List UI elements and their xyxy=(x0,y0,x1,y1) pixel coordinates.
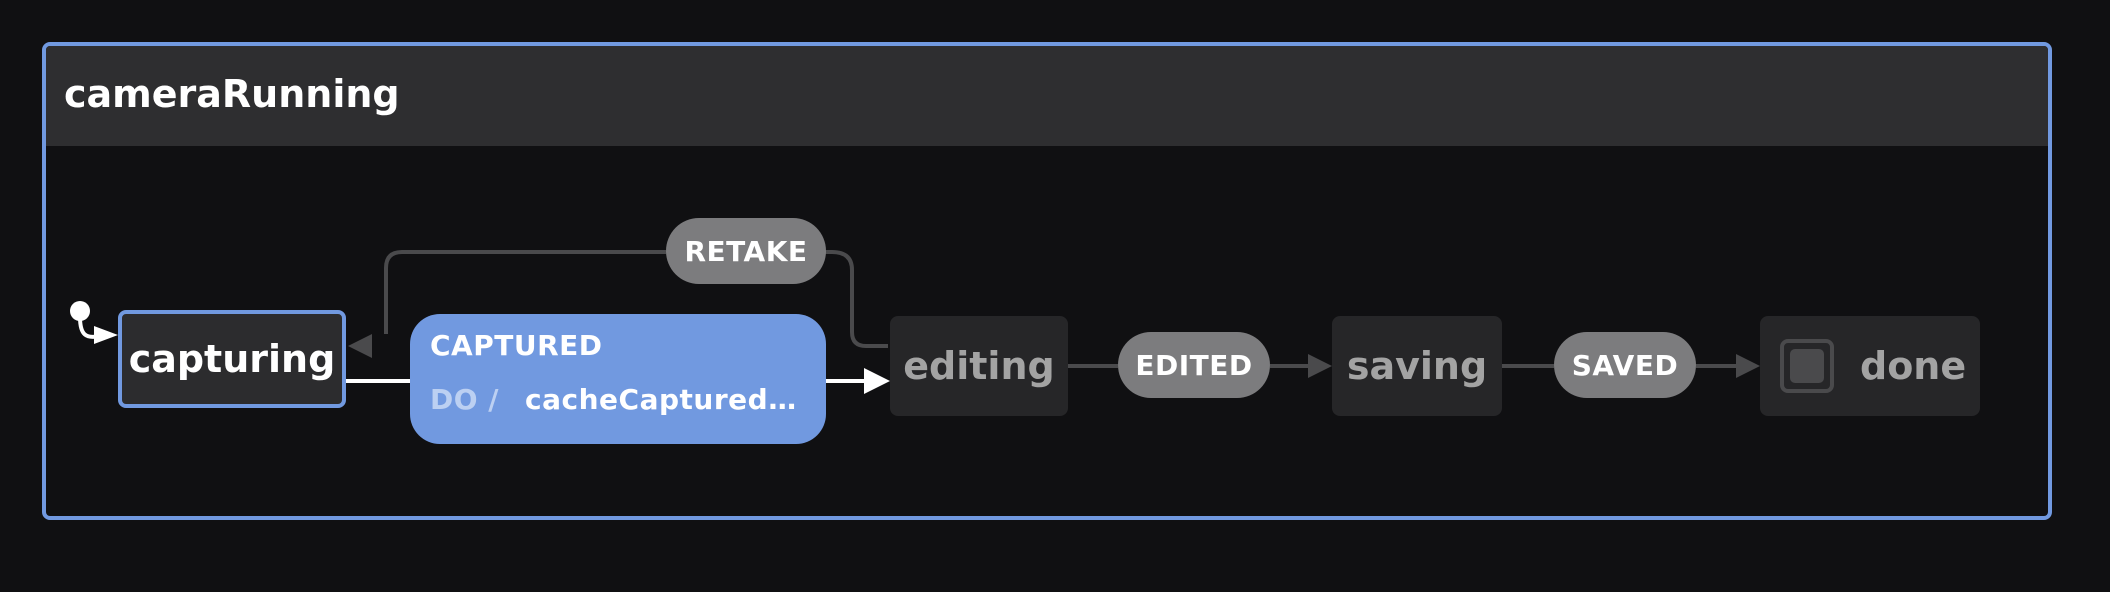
edge-retake-to-capturing xyxy=(384,250,666,334)
arrowhead-capturing xyxy=(348,334,372,358)
arrowhead-done xyxy=(1736,354,1760,378)
event-action-name: cacheCapturedImage xyxy=(525,383,806,416)
state-editing[interactable]: editing xyxy=(890,316,1068,416)
state-done[interactable]: done xyxy=(1760,316,1980,416)
event-captured-label: CAPTURED xyxy=(430,329,603,362)
arrowhead-editing xyxy=(864,368,890,394)
event-edited-label: EDITED xyxy=(1135,348,1253,382)
state-capturing-label: capturing xyxy=(128,337,336,381)
initial-state-dot xyxy=(70,301,90,321)
machine-title: cameraRunning xyxy=(64,72,400,116)
event-retake-label: RETAKE xyxy=(684,234,808,268)
event-captured[interactable]: CAPTURED DO / cacheCapturedImage xyxy=(410,314,826,444)
machine-header: cameraRunning xyxy=(46,46,2048,146)
event-edited[interactable]: EDITED xyxy=(1118,332,1270,398)
state-editing-label: editing xyxy=(903,344,1055,388)
state-machine-cameraRunning: cameraRunning xyxy=(42,42,2052,520)
arrowhead-saving xyxy=(1308,354,1332,378)
event-retake[interactable]: RETAKE xyxy=(666,218,826,284)
event-captured-action: DO / cacheCapturedImage xyxy=(430,382,806,418)
event-action-kind: DO / xyxy=(430,383,500,416)
edge-editing-to-retake xyxy=(824,250,888,348)
event-saved[interactable]: SAVED xyxy=(1554,332,1696,398)
event-saved-label: SAVED xyxy=(1571,348,1679,382)
state-saving-label: saving xyxy=(1346,344,1488,388)
final-state-icon xyxy=(1780,339,1834,393)
state-saving[interactable]: saving xyxy=(1332,316,1502,416)
state-capturing[interactable]: capturing xyxy=(118,310,346,408)
state-done-label: done xyxy=(1860,344,1967,388)
final-state-icon-inner xyxy=(1790,349,1824,383)
initial-transition-arrowhead xyxy=(94,326,118,344)
